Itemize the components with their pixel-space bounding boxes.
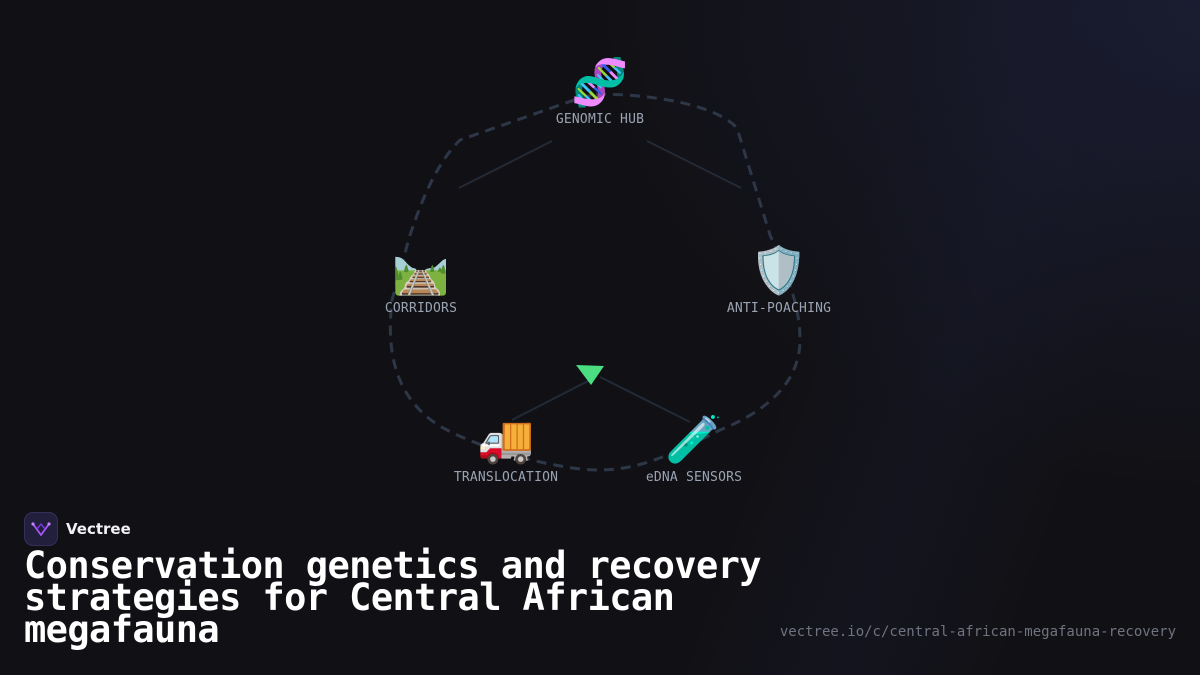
- node-label: CORRIDORS: [385, 301, 457, 316]
- dna-icon: 🧬: [571, 54, 628, 110]
- connector-line: [599, 376, 691, 423]
- node-label: eDNA SENSORS: [646, 470, 742, 485]
- node-label: TRANSLOCATION: [454, 470, 558, 485]
- connector-line: [646, 140, 742, 189]
- connector-line: [511, 378, 593, 421]
- vectree-logo-icon: [24, 512, 58, 546]
- brand[interactable]: Vectree: [24, 512, 131, 546]
- page-url[interactable]: vectree.io/c/central-african-megafauna-r…: [779, 624, 1176, 640]
- brand-name: Vectree: [66, 520, 131, 538]
- railway-track-icon: 🛤️: [392, 243, 449, 297]
- cycle-path: [388, 92, 802, 472]
- test-tube-icon: 🧪: [665, 412, 722, 466]
- page-title: Conservation genetics and recovery strat…: [24, 544, 762, 651]
- node-genomic-hub[interactable]: 🧬 GENOMIC HUB: [556, 54, 644, 127]
- node-label: GENOMIC HUB: [556, 112, 644, 127]
- node-anti-poaching[interactable]: 🛡️ ANTI-POACHING: [727, 243, 831, 316]
- node-translocation[interactable]: 🚚 TRANSLOCATION: [454, 412, 558, 485]
- node-corridors[interactable]: 🛤️ CORRIDORS: [385, 243, 457, 316]
- truck-icon: 🚚: [477, 412, 534, 466]
- node-edna-sensors[interactable]: 🧪 eDNA SENSORS: [646, 412, 742, 485]
- shield-icon: 🛡️: [750, 243, 807, 297]
- center-arrow-icon: [576, 365, 604, 385]
- node-label: ANTI-POACHING: [727, 301, 831, 316]
- connector-line: [458, 140, 553, 189]
